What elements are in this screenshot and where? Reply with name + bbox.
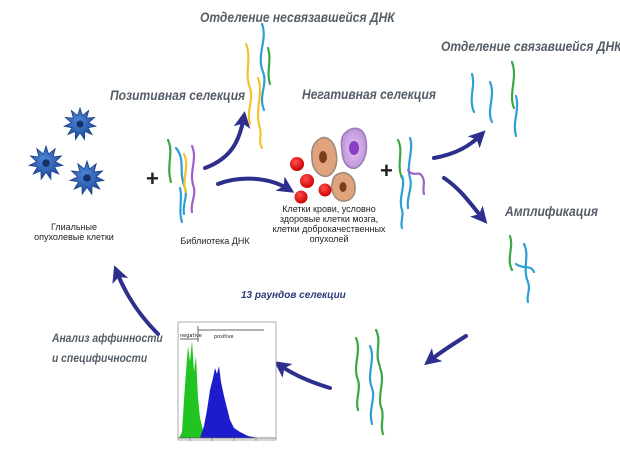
label-affinity: Анализ аффинности и специфичности — [52, 328, 163, 368]
cycle-arrows — [112, 111, 488, 390]
glial-cell-nucleus — [76, 120, 84, 128]
dna-strand — [244, 42, 253, 126]
dna-strand — [508, 234, 514, 272]
cell-nucleus — [319, 151, 327, 163]
dna-strand — [399, 174, 405, 230]
dna-strand — [266, 46, 272, 86]
bound-dna-strands — [470, 60, 519, 138]
glial-line: Глиальные — [50, 222, 98, 232]
label-rounds: 13 раундов селекции — [241, 290, 346, 301]
unbound-dna-strands — [244, 22, 272, 150]
red-blood-cell — [294, 190, 308, 204]
dna-strand — [406, 168, 426, 196]
plus-sign-right: + — [380, 158, 393, 183]
affinity-line: Анализ аффинности — [52, 331, 163, 345]
dna-strand — [178, 186, 184, 224]
negative-cells-line: клетки доброкачественных — [272, 224, 386, 234]
glial-line: опухолевые клетки — [34, 232, 114, 242]
dna-strand — [190, 144, 196, 214]
glial-cell-nucleus — [42, 159, 50, 167]
dna-strand — [374, 328, 382, 368]
dna-strand — [259, 22, 266, 112]
dna-strand — [513, 94, 519, 138]
red-blood-cell — [290, 157, 304, 171]
plus-sign-left: + — [146, 166, 159, 191]
dna-strand — [256, 76, 264, 150]
arrow-back-to-start — [112, 265, 160, 336]
negative-cells-line: Клетки крови, условно — [282, 204, 376, 214]
label-negative-cells: Клетки крови, условно здоровые клетки мо… — [262, 204, 396, 244]
arrow-to-amplification — [442, 176, 488, 224]
glial-tumor-cell-group — [27, 106, 106, 196]
arrow-to-negative — [216, 176, 295, 193]
remaining-dna-strands — [396, 136, 426, 230]
histogram-negative-peak — [179, 340, 208, 438]
label-amplification: Амплификация — [505, 203, 598, 219]
label-dna-library: Библиотека ДНК — [180, 236, 250, 246]
gate-positive-label: positive — [214, 334, 234, 340]
dna-strand — [488, 80, 494, 124]
glial-cell-icon — [62, 106, 98, 141]
cell-nucleus — [349, 141, 359, 155]
dna-strand — [354, 336, 360, 412]
glial-cell-icon — [68, 159, 106, 196]
amplified-dna-strands — [508, 234, 536, 304]
glial-cell-nucleus — [83, 174, 91, 182]
dna-strand — [510, 60, 516, 110]
affinity-line: и специфичности — [52, 351, 148, 365]
label-unbound-separation: Отделение несвязавшейся ДНК — [200, 9, 395, 25]
gate-negative-label: negative — [180, 333, 202, 339]
red-blood-cell — [300, 174, 314, 188]
dna-strand — [396, 138, 404, 180]
flow-cytometry-histogram: negative positive — [177, 321, 277, 441]
dna-library-strands — [166, 138, 196, 224]
label-negative-selection: Негативная селекция — [302, 86, 436, 102]
arrow-to-bound — [432, 130, 486, 160]
dna-strand — [378, 366, 385, 436]
cell-nucleus — [339, 182, 347, 192]
dna-strand — [470, 72, 476, 114]
dna-strand — [182, 152, 188, 194]
arrow-to-unbound — [203, 111, 251, 170]
dna-strand — [514, 262, 536, 274]
bottom-dna-strands — [354, 328, 385, 436]
dna-strand — [166, 138, 173, 184]
glial-cell-icon — [27, 144, 65, 181]
histogram-positive-peak — [200, 366, 258, 438]
label-glial-cells: Глиальные опухолевые клетки — [14, 222, 134, 242]
red-blood-cell — [318, 183, 332, 197]
label-positive-selection: Позитивная селекция — [110, 87, 246, 103]
negative-cells-line: опухолей — [309, 234, 349, 244]
dna-strand — [406, 136, 413, 210]
label-bound-separation: Отделение связавшейся ДНК — [441, 38, 620, 54]
arrow-amplification-down — [424, 334, 468, 366]
dna-strand — [522, 242, 531, 304]
negative-cells-group — [290, 127, 368, 204]
negative-cells-line: здоровые клетки мозга, — [279, 214, 379, 224]
histogram-ticks — [189, 438, 257, 441]
dna-strand — [368, 344, 375, 426]
arrow-to-histogram — [273, 361, 332, 390]
